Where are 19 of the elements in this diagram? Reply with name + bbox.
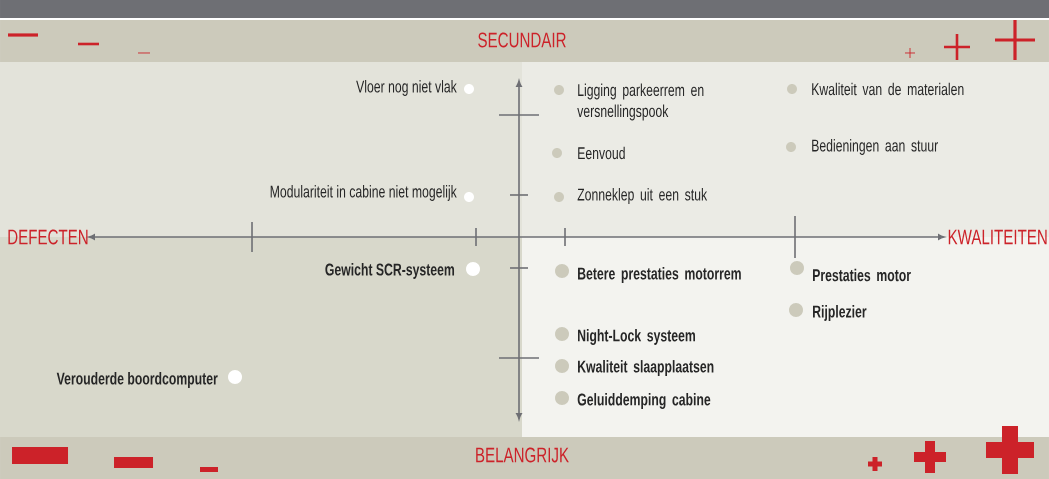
point-label: Ligging parkeerrem en versnellingspook [577,83,704,121]
axis-label: BELANGRIJK [476,447,569,463]
point-label: Night-Lock systeem [578,329,695,345]
point-label: Vloer nog niet vlak [356,80,457,96]
point-label: Betere prestaties motorrem [578,267,741,283]
point-label: Gewicht SCR-systeem [325,263,454,279]
point-label: Zonneklep uit een stuk [577,188,708,204]
point-label: Bedieningen aan stuur [812,139,938,155]
axis-label: SECUNDAIR [478,32,566,48]
axis-label: KWALITEITEN [948,229,1047,245]
point-label: Rijplezier [813,305,867,321]
point-label: Geluiddemping cabine [577,393,711,409]
axis-label: DEFECTEN [8,229,88,245]
point-label: Kwaliteit van de materialen [812,82,964,96]
point-label: Prestaties motor [813,268,911,282]
point-label: Modulariteit in cabine niet mogelijk [270,185,457,201]
point-label: Verouderde boordcomputer [56,372,218,388]
point-label: Kwaliteit slaapplaatsen [578,360,714,376]
point-label: Eenvoud [578,146,625,160]
